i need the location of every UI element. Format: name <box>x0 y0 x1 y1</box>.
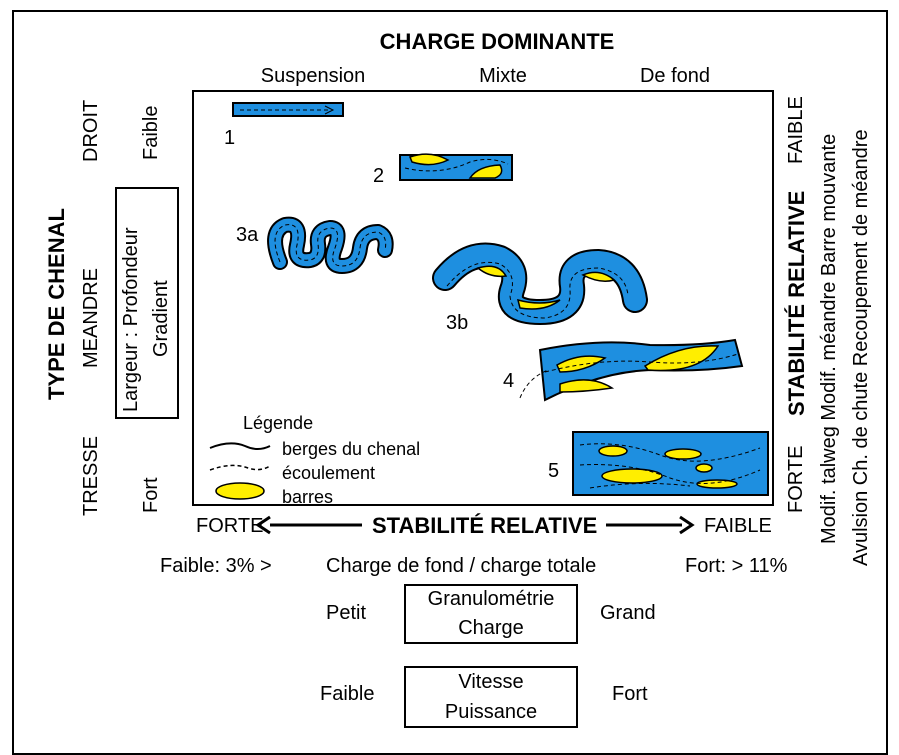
bottom-stability-low: FAIBLE <box>704 515 772 537</box>
channel-1-straight <box>232 102 344 117</box>
velocity-box-line2: Puissance <box>444 701 538 723</box>
channel-label-2: 2 <box>373 165 385 187</box>
channel-2-bars <box>399 153 513 181</box>
bottom-stability-title: STABILITÉ RELATIVE <box>372 513 598 538</box>
grain-low: Petit <box>326 602 367 624</box>
ratio-box <box>115 187 179 419</box>
grain-box-line2: Charge <box>458 617 524 639</box>
charge-title: CHARGE DOMINANTE <box>379 29 615 54</box>
grain-box <box>404 584 578 644</box>
legend-banks: berges du chenal <box>282 439 421 459</box>
velocity-box <box>404 666 578 728</box>
channel-3b-meander <box>432 242 648 325</box>
channel-5-braided <box>572 431 769 496</box>
load-mixed: Mixte <box>479 65 527 87</box>
channel-label-3b: 3b <box>446 312 469 334</box>
channel-3a-meander <box>267 216 394 274</box>
channel-label-1: 1 <box>224 127 236 149</box>
velocity-box-line1: Vitesse <box>458 671 524 693</box>
velocity-low: Faible <box>320 683 375 705</box>
bottom-stability-arrow <box>255 515 695 535</box>
channel-label-4: 4 <box>503 370 515 392</box>
legend-bars: barres <box>282 487 334 507</box>
bedload-label: Charge de fond / charge totale <box>326 555 597 577</box>
channel-label-3a: 3a <box>236 224 259 246</box>
load-suspension: Suspension <box>260 65 366 87</box>
channel-label-5: 5 <box>548 460 560 482</box>
legend-symbols <box>209 442 271 500</box>
grain-box-line1: Granulométrie <box>427 588 555 610</box>
velocity-high: Fort <box>612 683 648 705</box>
diagram-box <box>192 90 774 506</box>
legend-title: Légende <box>243 413 314 433</box>
channel-4-wide <box>519 338 744 402</box>
bedload-low: Faible: 3% > <box>160 555 272 577</box>
bedload-high: Fort: > 11% <box>685 555 788 577</box>
grain-high: Grand <box>600 602 656 624</box>
legend-flow: écoulement <box>282 463 376 483</box>
load-bed: De fond <box>639 65 711 87</box>
bottom-stability-high: FORTE <box>196 515 264 537</box>
